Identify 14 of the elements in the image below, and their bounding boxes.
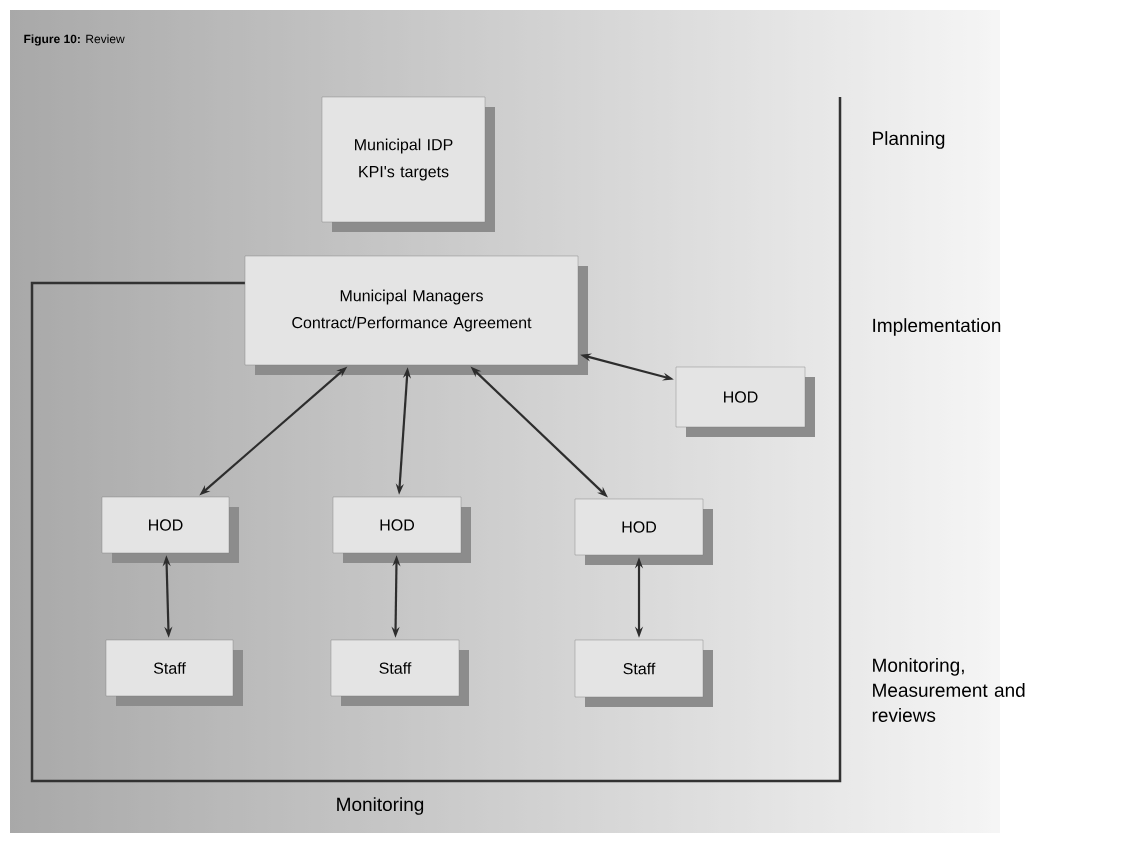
process-box: HOD xyxy=(332,496,471,563)
process-box: Staff xyxy=(574,639,713,707)
process-box: Municipal IDP KPI's targets xyxy=(321,96,495,232)
process-box: Municipal Managers Contract/Performance Agreement xyxy=(244,255,588,375)
stage-label: Monitoring, Measurement and reviews xyxy=(872,658,1025,722)
process-box: HOD xyxy=(574,498,713,565)
stage-label: Monitoring xyxy=(337,797,424,815)
process-box: Staff xyxy=(330,639,469,706)
process-box: HOD xyxy=(101,496,239,563)
process-box: HOD xyxy=(675,366,815,437)
stage-label: Implementation xyxy=(873,318,1001,336)
process-box: Staff xyxy=(105,639,243,706)
stage-label: Planning xyxy=(873,131,945,149)
figure-title: Figure 10: Review xyxy=(24,34,125,46)
